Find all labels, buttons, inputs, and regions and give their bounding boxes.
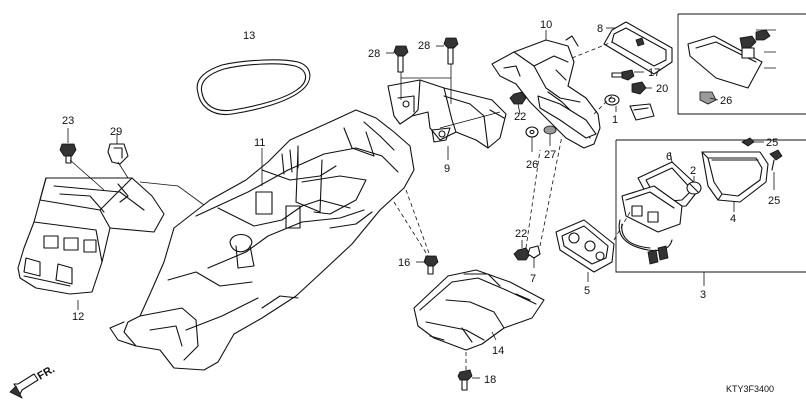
callout-26: 26 [526, 159, 538, 171]
bracket-part-9[interactable] [387, 79, 507, 149]
grommet-part-7[interactable] [527, 245, 541, 268]
callout-10: 10 [540, 19, 552, 31]
callout-3: 3 [700, 289, 706, 301]
washer-part-1[interactable] [604, 94, 620, 112]
bracket-part-12[interactable] [17, 177, 165, 295]
bolt-part-16[interactable] [416, 255, 439, 275]
diagram-code: KTY3F3400 [726, 384, 774, 394]
callout-28-right: 28 [418, 40, 430, 52]
washer-part-27[interactable] [543, 125, 557, 146]
washer-part-26[interactable] [525, 126, 539, 152]
bolt-part-28-left[interactable] [386, 45, 409, 73]
callout-9: 9 [444, 163, 450, 175]
clip-part-29[interactable] [107, 133, 129, 165]
detail-license-bracket-inset[interactable] [687, 29, 776, 105]
callout-22-upper: 22 [514, 111, 526, 123]
nut-part-20[interactable] [631, 81, 652, 95]
callout-1: 1 [612, 114, 618, 126]
bolt-part-17[interactable] [611, 69, 644, 81]
callout-26-inset: 26 [720, 95, 732, 107]
callout-18: 18 [484, 374, 496, 386]
callout-2: 2 [690, 165, 696, 177]
callout-25-upper: 25 [766, 137, 778, 149]
callout-29: 29 [110, 126, 122, 138]
front-direction-arrow-icon [9, 373, 39, 399]
callout-16: 16 [398, 257, 410, 269]
nut-part-22-upper[interactable] [509, 91, 527, 115]
bolt-part-18[interactable] [457, 369, 480, 391]
callout-25-lower: 25 [768, 195, 780, 207]
band-part-13[interactable] [196, 59, 311, 116]
bolt-part-28-right[interactable] [436, 37, 459, 65]
socket-wiring[interactable] [618, 185, 683, 265]
screw-part-25-lower[interactable] [769, 149, 783, 190]
callout-6: 6 [666, 151, 672, 163]
callout-5: 5 [584, 285, 590, 297]
callout-7: 7 [530, 273, 536, 285]
rear-fender-part-11[interactable] [109, 109, 415, 371]
nut-part-22-lower[interactable] [513, 240, 531, 261]
under-cover-part-14[interactable] [413, 269, 545, 351]
bulb-part-2[interactable] [686, 176, 702, 195]
screw-part-25-upper[interactable] [741, 137, 764, 147]
callout-28-left: 28 [368, 48, 380, 60]
reflector-part-8[interactable] [603, 21, 673, 75]
callout-12: 12 [72, 311, 84, 323]
callout-23: 23 [62, 115, 74, 127]
callout-22-lower: 22 [515, 228, 527, 240]
inset-box-tail-light-assembly [615, 139, 806, 273]
callout-20: 20 [656, 83, 668, 95]
lens-part-4[interactable] [701, 151, 769, 212]
inset-box-26-detail [677, 13, 806, 115]
light-base-part-5[interactable] [555, 219, 615, 282]
callout-8: 8 [597, 23, 603, 35]
callout-4: 4 [730, 213, 736, 225]
direction-label: FR. [36, 363, 57, 382]
callout-13: 13 [243, 30, 255, 42]
bracket-part-10[interactable] [491, 35, 601, 149]
callout-14: 14 [492, 345, 504, 357]
callout-11: 11 [254, 137, 265, 149]
cushion-part-26-inline[interactable] [629, 103, 655, 121]
callout-17: 17 [648, 67, 660, 79]
callout-27: 27 [544, 149, 556, 161]
bolt-part-23[interactable] [59, 128, 77, 164]
